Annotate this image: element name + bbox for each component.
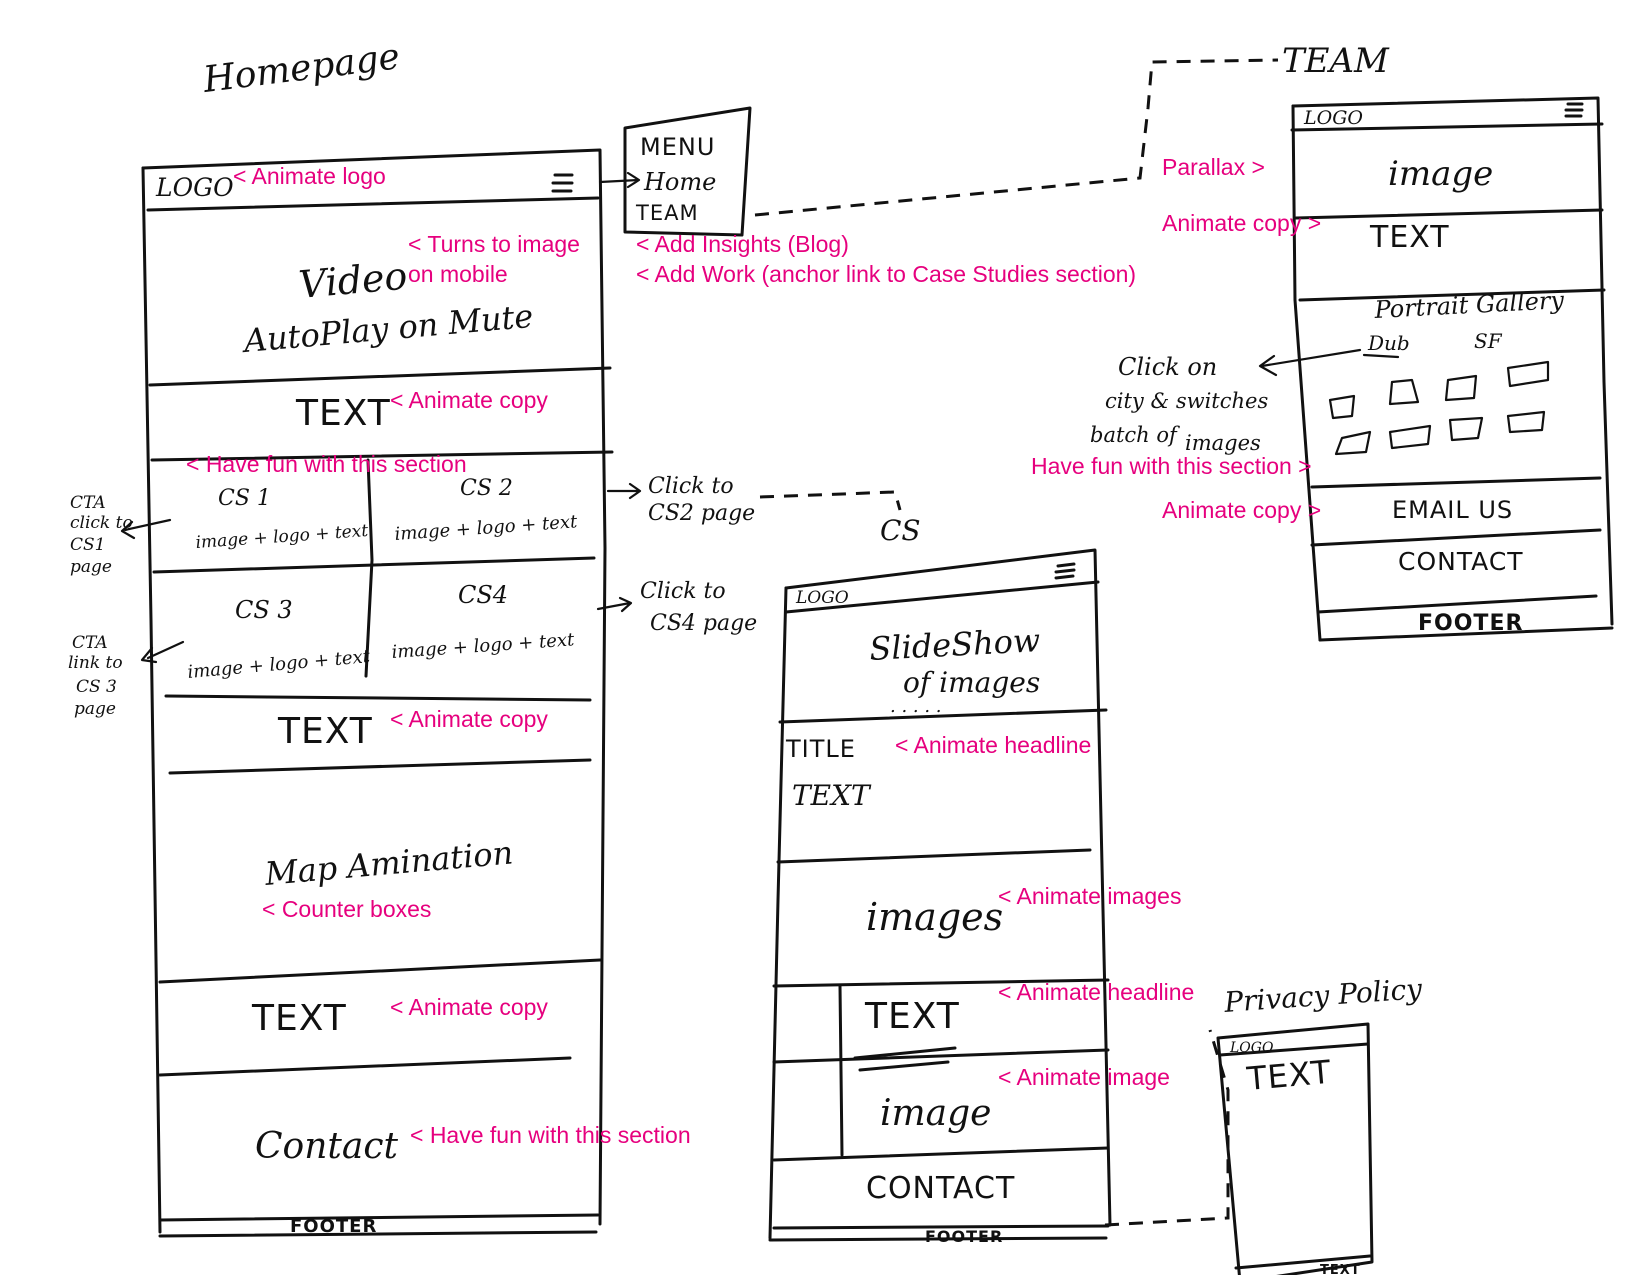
- menu-popup: [598, 106, 752, 237]
- cs-footer: FOOTER: [925, 1227, 1003, 1246]
- team-wireframe: [1290, 96, 1614, 642]
- team-footer: FOOTER: [1418, 611, 1523, 636]
- cs-images: images: [866, 895, 1003, 939]
- svg-text:batch of: batch of: [1090, 423, 1180, 447]
- team-logo: LOGO: [1303, 107, 1363, 129]
- privacy-text: TEXT: [1244, 1053, 1333, 1098]
- click-to-cs2-note: Click to CS2 page: [606, 474, 755, 526]
- note-animate-copy-1: < Animate copy: [390, 387, 548, 413]
- svg-text:Click to: Click to: [648, 474, 734, 499]
- svg-text:click to: click to: [70, 513, 133, 533]
- team-city-dub: Dub: [1367, 331, 1410, 355]
- svg-text:link to: link to: [68, 653, 123, 673]
- svg-text:Click to: Click to: [640, 579, 726, 604]
- link-menu-to-team: [754, 58, 1279, 217]
- svg-text:Click on: Click on: [1118, 353, 1217, 381]
- menu-title: MENU: [640, 133, 715, 161]
- homepage-wireframe: [141, 148, 614, 1238]
- cs3-body: image + logo + text: [187, 646, 372, 683]
- cs-page-title: CS: [880, 514, 921, 547]
- svg-text:CS4 page: CS4 page: [650, 611, 757, 636]
- team-email: EMAIL US: [1392, 496, 1513, 524]
- svg-text:CS2 page: CS2 page: [648, 501, 755, 526]
- svg-text:page: page: [70, 557, 112, 577]
- cs-text: TEXT: [792, 779, 872, 812]
- cs-contact: CONTACT: [866, 1171, 1015, 1206]
- note-animate-copy-2: < Animate copy: [390, 706, 548, 732]
- click-on-city-note: Click on city & switches batch of images: [1090, 348, 1362, 455]
- note-add-insights: < Add Insights (Blog): [636, 231, 849, 257]
- home-footer: FOOTER: [290, 1216, 377, 1237]
- privacy-logo: LOGO: [1229, 1040, 1274, 1056]
- menu-item-team: TEAM: [635, 201, 699, 225]
- note-animate-headline-1: < Animate headline: [895, 732, 1091, 758]
- cs4-title: CS4: [458, 581, 508, 609]
- note-animate-headline-2: < Animate headline: [998, 979, 1194, 1005]
- note-parallax: Parallax >: [1162, 154, 1265, 180]
- note-turns-image-2: on mobile: [408, 261, 508, 287]
- cs-slideshow-2: of images: [903, 666, 1040, 699]
- home-autoplay-text: AutoPlay on Mute: [239, 297, 534, 360]
- cs-image: image: [880, 1093, 991, 1134]
- home-text-2: TEXT: [277, 711, 373, 752]
- note-counter-boxes: < Counter boxes: [262, 896, 431, 922]
- privacy-footer: TEXT: [1320, 1263, 1361, 1275]
- homepage-title: Homepage: [200, 36, 402, 101]
- link-cs-to-privacy: [1104, 1029, 1230, 1227]
- cs-wireframe: [768, 548, 1112, 1242]
- cs-slideshow-dots: . . . . .: [890, 696, 942, 717]
- note-have-fun-contact: < Have fun with this section: [410, 1122, 691, 1148]
- note-animate-images: < Animate images: [998, 883, 1181, 909]
- cs3-title: CS 3: [235, 596, 293, 624]
- privacy-title: Privacy Policy: [1222, 972, 1424, 1019]
- cs-text-2: TEXT: [864, 996, 960, 1037]
- cta-note-cs1: CTA click to CS1 page: [70, 493, 172, 577]
- svg-text:CS1: CS1: [70, 535, 105, 555]
- svg-text:page: page: [74, 699, 116, 719]
- cs-title: TITLE: [785, 735, 856, 763]
- cta-note-cs3: CTA link to CS 3 page: [68, 633, 185, 719]
- cs4-body: image + logo + text: [391, 629, 576, 663]
- home-logo: LOGO: [155, 173, 234, 202]
- note-have-fun-cs: < Have fun with this section: [186, 451, 467, 477]
- home-contact: Contact: [255, 1126, 398, 1167]
- team-contact: CONTACT: [1398, 547, 1524, 576]
- svg-text:CTA: CTA: [72, 633, 108, 653]
- privacy-wireframe: [1216, 1022, 1374, 1275]
- team-image: image: [1388, 154, 1493, 194]
- cs-logo: LOGO: [795, 588, 849, 608]
- cs1-title: CS 1: [218, 486, 271, 511]
- svg-text:images: images: [1185, 431, 1261, 455]
- svg-text:city & switches: city & switches: [1105, 389, 1268, 413]
- team-city-sf: SF: [1474, 329, 1503, 353]
- team-title: TEAM: [1282, 41, 1390, 81]
- home-text-3: TEXT: [251, 998, 347, 1039]
- note-have-fun-team: Have fun with this section >: [1031, 453, 1312, 479]
- home-video-text: Video: [297, 254, 409, 307]
- svg-text:CTA: CTA: [70, 493, 106, 513]
- home-map-animation: Map Amination: [262, 833, 514, 893]
- cs1-body: image + logo + text: [195, 521, 369, 553]
- note-animate-copy-team-1: Animate copy >: [1162, 210, 1321, 236]
- home-text-1: TEXT: [295, 393, 391, 434]
- link-cs2-to-cs: [759, 490, 902, 511]
- cs2-title: CS 2: [460, 476, 513, 501]
- note-turns-image-1: < Turns to image: [408, 231, 580, 257]
- note-animate-copy-team-2: Animate copy >: [1162, 497, 1321, 523]
- scribble: [853, 1046, 957, 1072]
- cs-slideshow-1: SlideShow: [868, 621, 1041, 668]
- team-text: TEXT: [1369, 220, 1450, 255]
- note-animate-logo: < Animate logo: [233, 163, 386, 189]
- team-gallery-title: Portrait Gallery: [1373, 286, 1565, 324]
- note-animate-image: < Animate image: [998, 1064, 1170, 1090]
- click-to-cs4-note: Click to CS4 page: [596, 579, 757, 636]
- note-add-work: < Add Work (anchor link to Case Studies …: [636, 261, 1136, 287]
- svg-text:CS 3: CS 3: [76, 677, 117, 697]
- cs2-body: image + logo + text: [394, 511, 579, 545]
- note-animate-copy-3: < Animate copy: [390, 994, 548, 1020]
- menu-item-home: Home: [643, 168, 716, 196]
